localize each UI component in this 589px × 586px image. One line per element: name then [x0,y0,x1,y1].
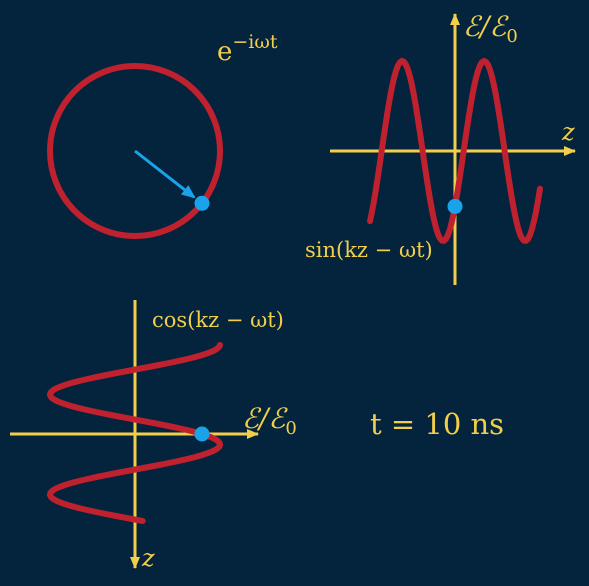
phasor-exponent: −iωt [232,31,277,53]
phasor-circle [47,63,223,239]
phasor-formula: e−iωt [217,31,278,67]
phasor-arrow [134,149,196,199]
z-axis-label-bottom: z [141,544,155,572]
sine-panel: ℰ/ℰ0 z sin(kz − ωt) [305,10,576,285]
field-ratio-label-top: ℰ/ℰ0 [463,10,518,47]
time-label: t = 10 ns [370,407,504,441]
cosine-marker [194,426,210,442]
z-axis-label-top: z [561,118,575,146]
cosine-formula-label: cos(kz − ωt) [152,308,284,332]
phasor-tip-marker [194,195,210,211]
field-ratio-label-bottom: ℰ/ℰ0 [242,402,297,439]
cosine-panel: cos(kz − ωt) ℰ/ℰ0 z [10,300,297,572]
sine-formula-label: sin(kz − ωt) [305,238,433,262]
phasor-base: e [217,37,232,67]
sine-marker [447,198,463,214]
phasor-panel: e−iωt [47,31,278,239]
